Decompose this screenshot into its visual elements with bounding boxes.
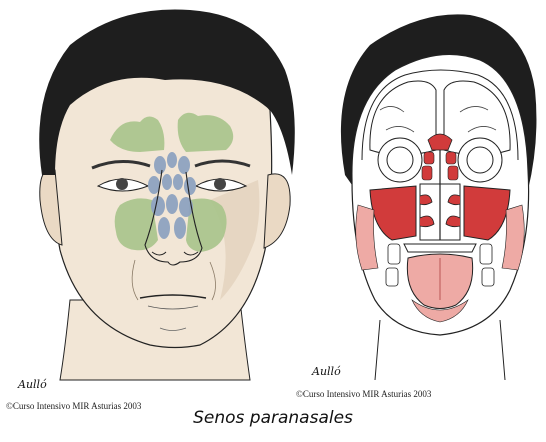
right-eyeball	[467, 147, 493, 173]
left-iris	[116, 178, 128, 190]
left-eyeball	[387, 147, 413, 173]
figure-caption: Senos paranasales	[0, 408, 546, 428]
copyright-right: ©Curso Intensivo MIR Asturias 2003	[296, 389, 431, 399]
hard-palate	[404, 244, 476, 252]
right-ear	[264, 174, 290, 248]
coronal-section-illustration	[341, 14, 537, 380]
signature-left: Aulló	[18, 378, 47, 391]
front-face-illustration	[39, 9, 295, 380]
signature-right: Aulló	[312, 365, 341, 378]
right-iris	[214, 178, 226, 190]
